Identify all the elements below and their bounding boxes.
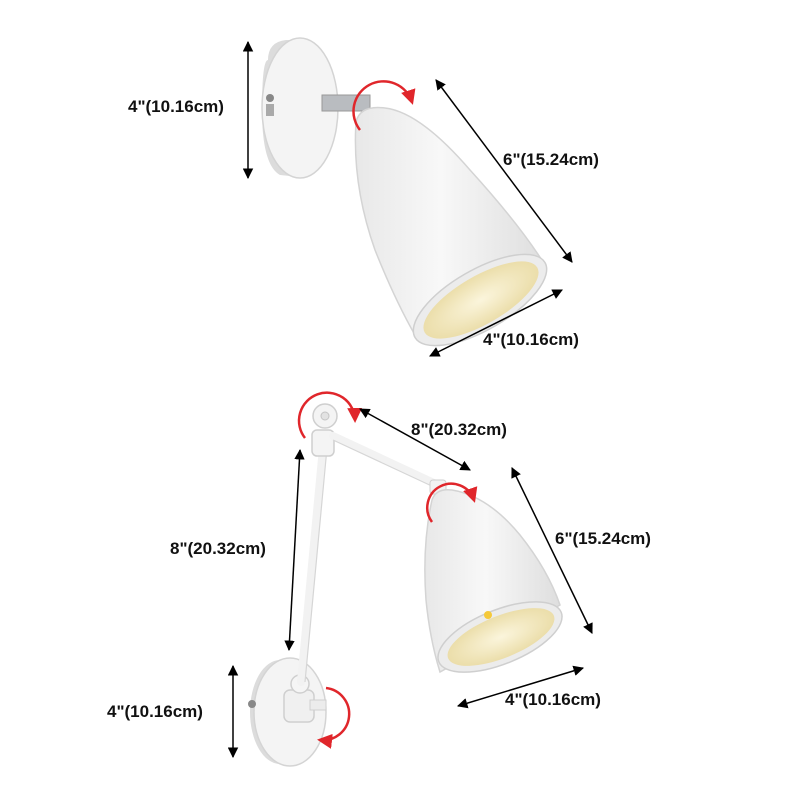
bottom-shade-length-dimension-line	[511, 467, 593, 634]
top-metal-stem	[321, 94, 371, 112]
bottom-lower-arm-label: 8"(20.32cm)	[170, 539, 266, 558]
bottom-lower-arm	[297, 444, 327, 686]
bottom-elbow-rotation-arrow	[297, 391, 363, 439]
bottom-shade-rotation-arrow	[426, 482, 478, 523]
top-lamp: 4"(10.16cm) 6"(15.24cm) 4"(10.16cm)	[128, 37, 599, 357]
bottom-lamp-shade	[424, 488, 563, 674]
bottom-lamp: 8"(20.32cm) 8"(20.32cm) 6"(15.24cm) 4"(1…	[107, 391, 651, 767]
bottom-lower-arm-dimension-line	[284, 448, 305, 652]
top-length-dimension-line	[435, 79, 573, 263]
bottom-shade-width-label: 4"(10.16cm)	[505, 690, 601, 709]
bottom-shade-length-label: 6"(15.24cm)	[555, 529, 651, 548]
top-width-label: 4"(10.16cm)	[483, 330, 579, 349]
bottom-upper-arm-dimension-line	[359, 408, 471, 471]
bottom-upper-arm-label: 8"(20.32cm)	[411, 420, 507, 439]
bottom-base-height-label: 4"(10.16cm)	[107, 702, 203, 721]
bottom-shade-width-dimension-line	[456, 665, 585, 709]
top-height-label: 4"(10.16cm)	[128, 97, 224, 116]
top-rotation-arrow	[352, 80, 416, 131]
top-lamp-shade	[354, 106, 548, 347]
bottom-base-rotation-arrow	[317, 686, 351, 749]
top-wall-base	[261, 37, 339, 179]
top-width-dimension-line	[429, 289, 563, 357]
top-length-label: 6"(15.24cm)	[503, 150, 599, 169]
bottom-elbow-joint	[311, 403, 338, 457]
